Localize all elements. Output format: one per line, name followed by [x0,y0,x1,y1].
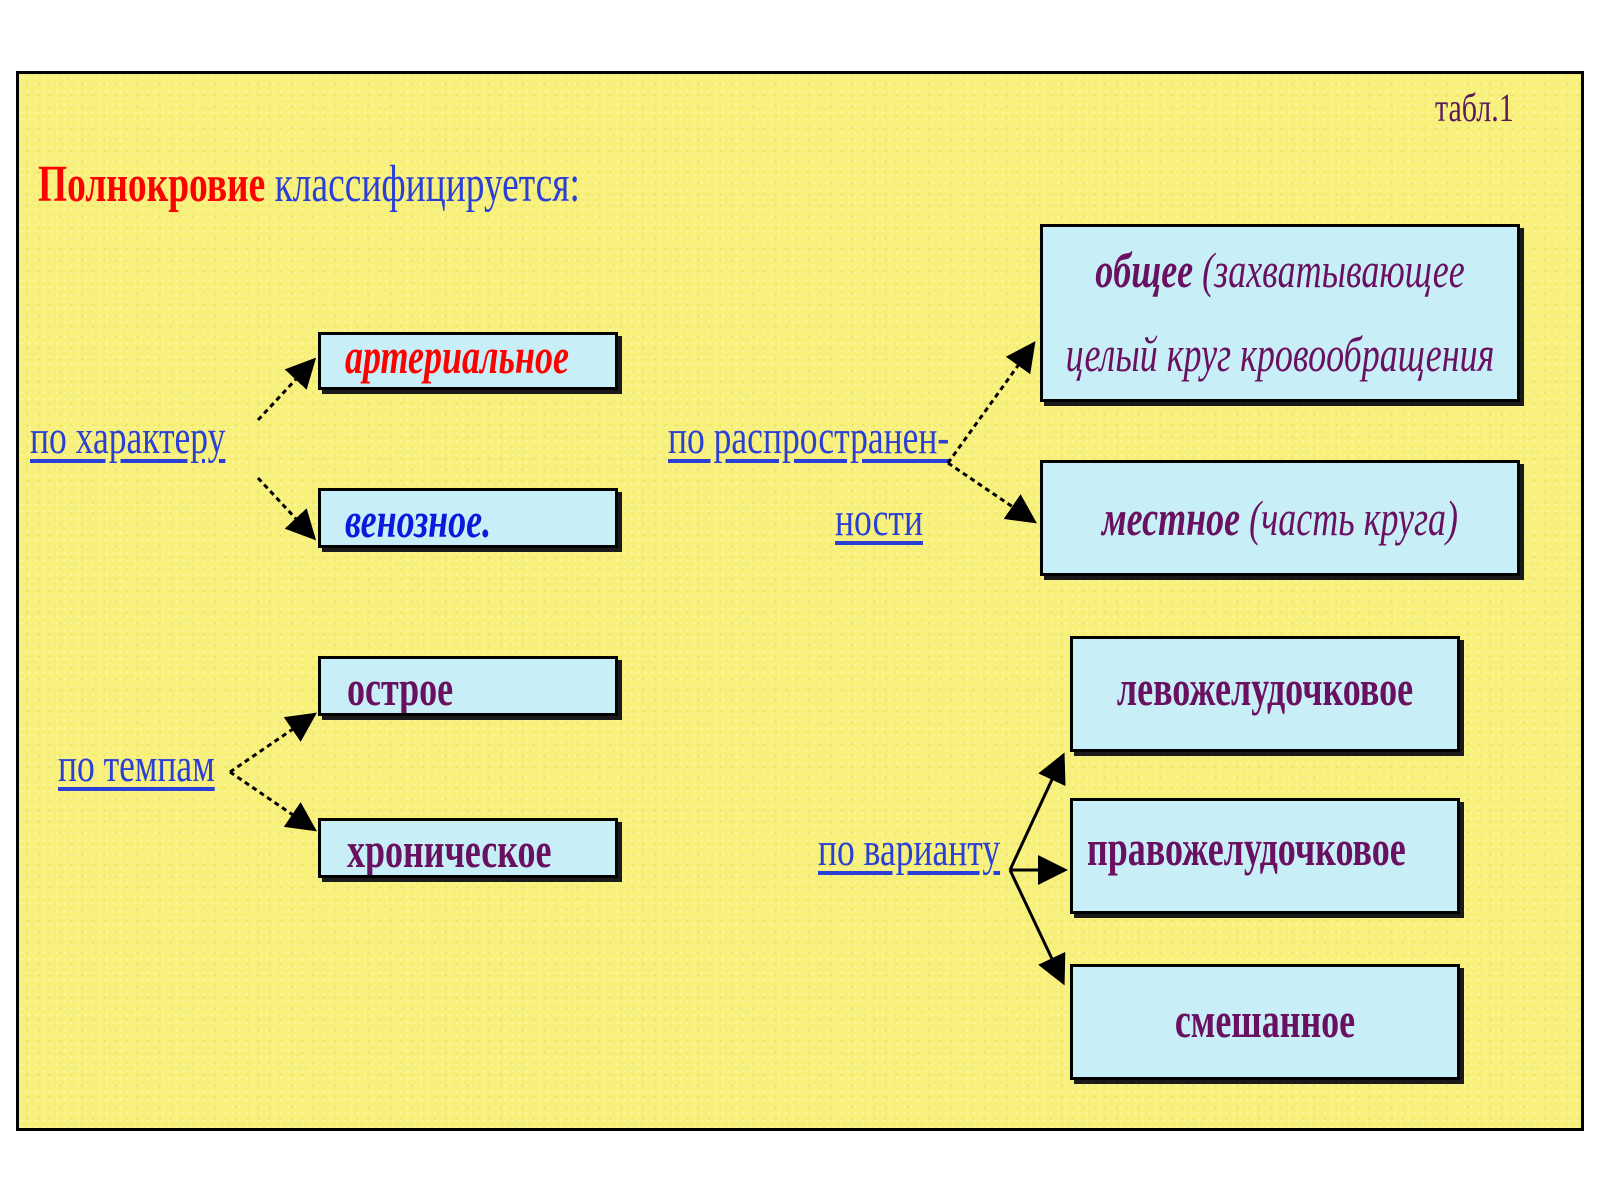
box-local-rest: (часть круга) [1240,490,1459,546]
box-right-ventricular: правожелудочковое [1070,798,1460,914]
box-chronic: хроническое [318,818,618,878]
criterion-by-spread-line2: ности [835,493,923,546]
box-mixed: смешанное [1070,964,1460,1080]
title-keyword: Полнокровие [38,156,266,213]
box-local-line: местное (часть круга) [1102,489,1458,547]
criterion-by-character: по характеру [30,411,226,464]
box-arterial: артериальное [318,332,618,390]
box-general-bold: общее [1095,242,1194,298]
table-label: табл.1 [1435,85,1514,130]
box-left-ventricular-text: левожелудочковое [1116,660,1414,716]
title-rest: классифицируется: [265,156,580,213]
box-general-line2: целый круг кровообращения [1065,326,1495,382]
box-acute-text: острое [347,660,454,716]
box-right-ventricular-text: правожелудочковое [1087,820,1406,876]
box-general-line1: общее (захватывающее [1095,241,1464,299]
box-chronic-text: хроническое [347,822,552,878]
box-left-ventricular: левожелудочковое [1070,636,1460,752]
box-venous-text: венозное. [345,492,492,548]
box-local-bold: местное [1101,490,1241,546]
box-arterial-text: артериальное [345,332,569,384]
criterion-by-spread-line1: по распространен- [668,411,950,464]
box-acute: острое [318,656,618,716]
criterion-by-variant: по варианту [818,823,1001,876]
box-general-rest: (захватывающее [1193,242,1465,298]
criterion-by-tempo: по темпам [58,739,215,792]
box-venous: венозное. [318,488,618,548]
diagram-title: Полнокровие классифицируется: [38,155,580,214]
box-mixed-text: смешанное [1174,992,1356,1048]
box-local: местное (часть круга) [1040,460,1520,576]
box-general: общее (захватывающее целый круг кровообр… [1040,224,1520,402]
